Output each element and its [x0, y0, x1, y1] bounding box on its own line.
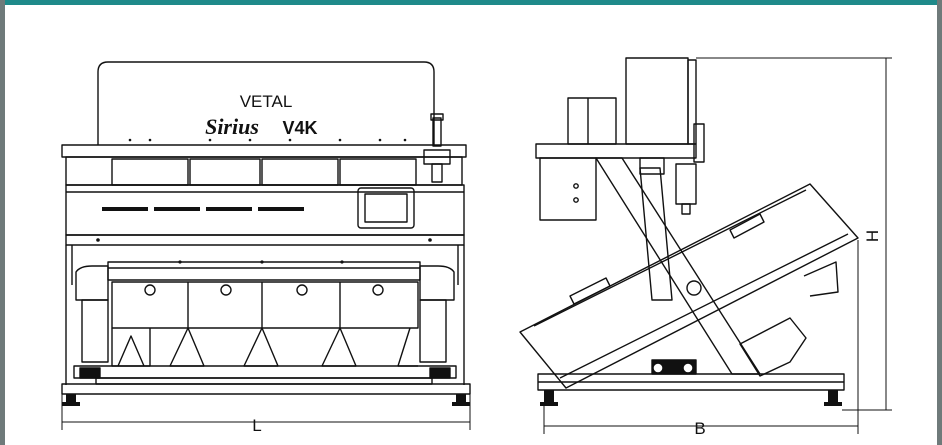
side-frame-diagonal-2 [639, 167, 673, 301]
left-border-bar [0, 0, 5, 445]
indicator-bars [102, 207, 304, 211]
brand-model-code: V4K [282, 118, 317, 138]
side-frame-diagonal-1 [595, 157, 761, 375]
front-upper-body [65, 156, 463, 186]
chute-sensors [144, 284, 384, 296]
front-feet [62, 394, 470, 406]
front-base-frame [61, 383, 471, 395]
brand-model-script: Sirius [205, 114, 259, 139]
hood-rivets [128, 138, 407, 142]
air-valve-assembly [423, 113, 451, 183]
top-accent-bar [0, 0, 942, 5]
side-chute-body [519, 183, 859, 389]
dimension-label-h: H [863, 230, 882, 242]
chute-plate [111, 281, 419, 329]
touch-screen-frame [357, 187, 415, 229]
front-top-hood [97, 61, 435, 145]
dimension-line-b [543, 240, 859, 434]
side-view [519, 57, 859, 406]
front-view [61, 61, 471, 406]
side-top-plate [535, 143, 697, 159]
brand-name: VETAL [240, 92, 293, 111]
dimension-label-b: B [694, 419, 705, 438]
feeder-tray [107, 261, 421, 281]
touch-screen-display [364, 193, 408, 223]
side-feet [540, 390, 842, 406]
side-reject-hopper [739, 317, 807, 377]
dimension-label-l: L [252, 416, 261, 435]
dimension-line-h [696, 57, 892, 411]
front-base-rail [73, 365, 457, 379]
front-top-beam [61, 144, 467, 158]
reject-hoppers [111, 327, 418, 367]
side-camera-housing [625, 57, 689, 145]
right-border-bar [937, 0, 942, 445]
dimension-line-l [61, 394, 471, 430]
